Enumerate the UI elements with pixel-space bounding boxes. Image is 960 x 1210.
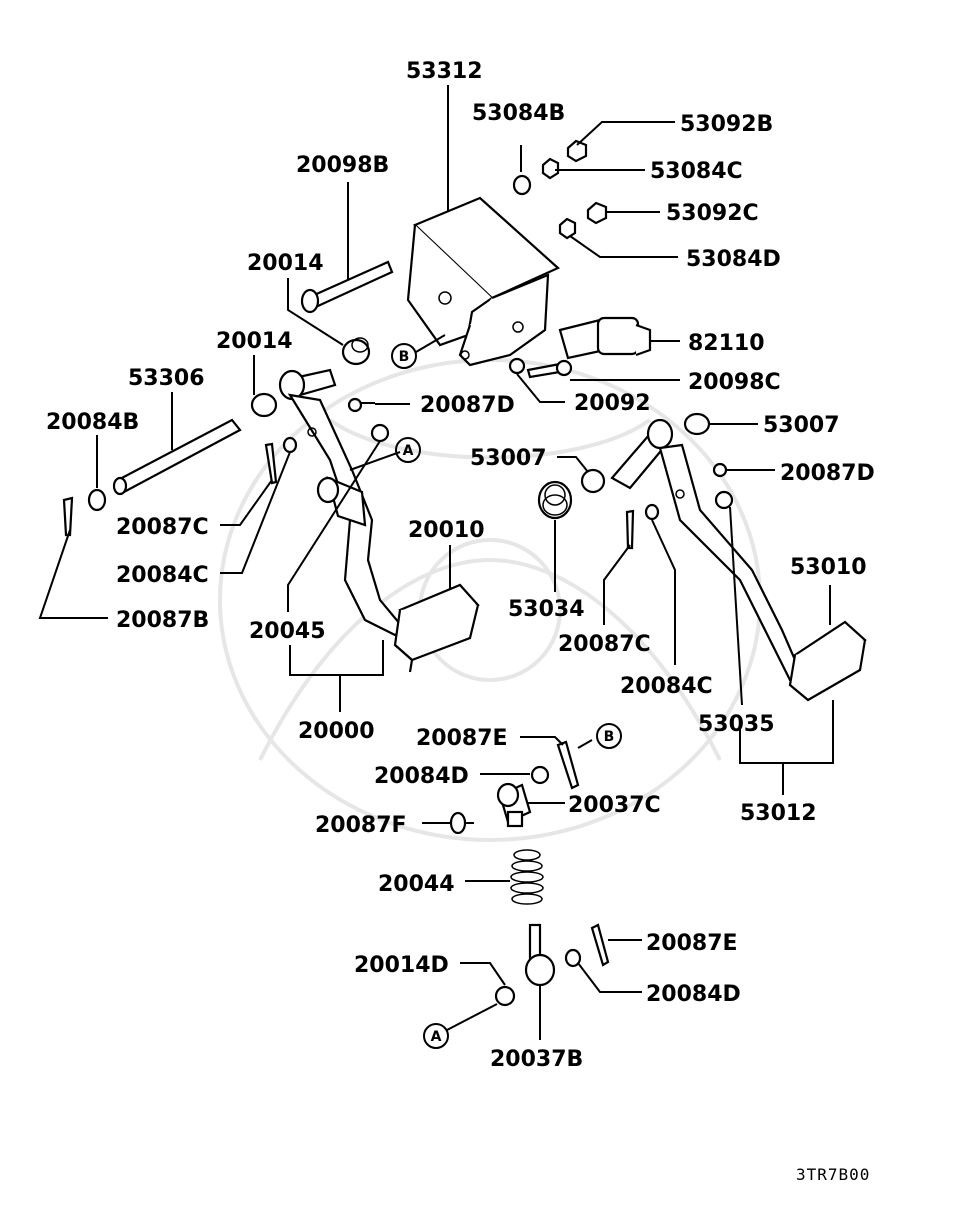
bushing-53007-right	[683, 412, 711, 436]
callout-b-upper: B	[391, 334, 446, 369]
ball-53035	[714, 490, 734, 510]
screw-20098C	[526, 359, 573, 379]
label-53092B: 53092B	[680, 112, 773, 137]
clutch-pedal	[278, 368, 480, 673]
label-53092C: 53092C	[666, 201, 759, 226]
label-20087B: 20087B	[116, 608, 209, 633]
bushing-mid	[250, 392, 278, 418]
washer-20084D-low	[564, 948, 582, 968]
clevis-20037C	[496, 782, 532, 828]
rod-20037B	[524, 923, 556, 987]
label-20045: 20045	[249, 619, 326, 644]
svg-text:B: B	[399, 349, 410, 365]
label-53084C: 53084C	[650, 159, 743, 184]
label-20087D-left: 20087D	[420, 393, 515, 418]
label-20098C: 20098C	[688, 370, 781, 395]
label-20087C-left: 20087C	[116, 515, 209, 540]
callout-a-lower: A	[423, 1023, 449, 1049]
label-53012: 53012	[740, 801, 817, 826]
svg-text:A: A	[431, 1029, 442, 1045]
return-spring	[537, 480, 573, 520]
label-20087C-right: 20087C	[558, 632, 651, 657]
label-20098B: 20098B	[296, 153, 389, 178]
label-20084C-right: 20084C	[620, 674, 713, 699]
label-20010: 20010	[408, 518, 485, 543]
pin-20087E-mid	[556, 740, 580, 790]
callout-a-upper: A	[395, 437, 421, 463]
bracket-hardware	[512, 139, 608, 240]
label-53084D: 53084D	[686, 247, 781, 272]
ball-20045	[370, 423, 390, 443]
cotter-pin	[62, 496, 74, 537]
label-20014-mid: 20014	[216, 329, 293, 354]
label-82110: 82110	[688, 331, 765, 356]
washer-20084D-mid	[530, 765, 550, 785]
pedal-shaft	[112, 418, 242, 496]
label-20092: 20092	[574, 391, 651, 416]
svg-text:B: B	[604, 729, 615, 745]
pedal-bracket	[406, 196, 560, 367]
label-20087D-right: 20087D	[780, 461, 875, 486]
nut-20092	[508, 357, 526, 375]
label-20084C-left: 20084C	[116, 563, 209, 588]
label-20044: 20044	[378, 872, 455, 897]
label-53007-right: 53007	[763, 413, 840, 438]
diagram-code: 3TR7B00	[796, 1165, 870, 1184]
label-20084D-low: 20084D	[646, 982, 741, 1007]
label-53084B: 53084B	[472, 101, 565, 126]
label-53306: 53306	[128, 366, 205, 391]
label-53007-mid: 53007	[470, 446, 547, 471]
watermark-emblem	[218, 358, 762, 842]
label-53035: 53035	[698, 712, 775, 737]
bushing-53007-mid	[580, 468, 606, 494]
bushing	[341, 337, 371, 366]
svg-text:A: A	[403, 443, 414, 459]
label-20087E-low: 20087E	[646, 931, 738, 956]
label-20084D-mid: 20084D	[374, 764, 469, 789]
brake-pedal	[610, 418, 867, 702]
ball-20014D	[494, 985, 516, 1007]
washer-20084B	[87, 488, 107, 512]
bolt-20087D-right	[712, 462, 740, 478]
label-20084B: 20084B	[46, 410, 139, 435]
label-20087E-mid: 20087E	[416, 726, 508, 751]
label-20037C: 20037C	[568, 793, 661, 818]
pin-20087E-low	[590, 923, 610, 967]
stop-lamp-switch	[558, 316, 652, 360]
spring-20044	[510, 849, 544, 905]
bolt-20087D-left	[347, 397, 375, 413]
label-53312: 53312	[406, 59, 483, 84]
label-20014-top: 20014	[247, 251, 324, 276]
label-53034: 53034	[508, 597, 585, 622]
pin-20087F	[449, 811, 474, 835]
label-20087F: 20087F	[315, 813, 407, 838]
label-20000: 20000	[298, 719, 375, 744]
callout-b-lower: B	[596, 723, 622, 749]
label-20037B: 20037B	[490, 1047, 583, 1072]
long-bolt	[300, 260, 394, 314]
label-20014D: 20014D	[354, 953, 449, 978]
label-53010: 53010	[790, 555, 867, 580]
